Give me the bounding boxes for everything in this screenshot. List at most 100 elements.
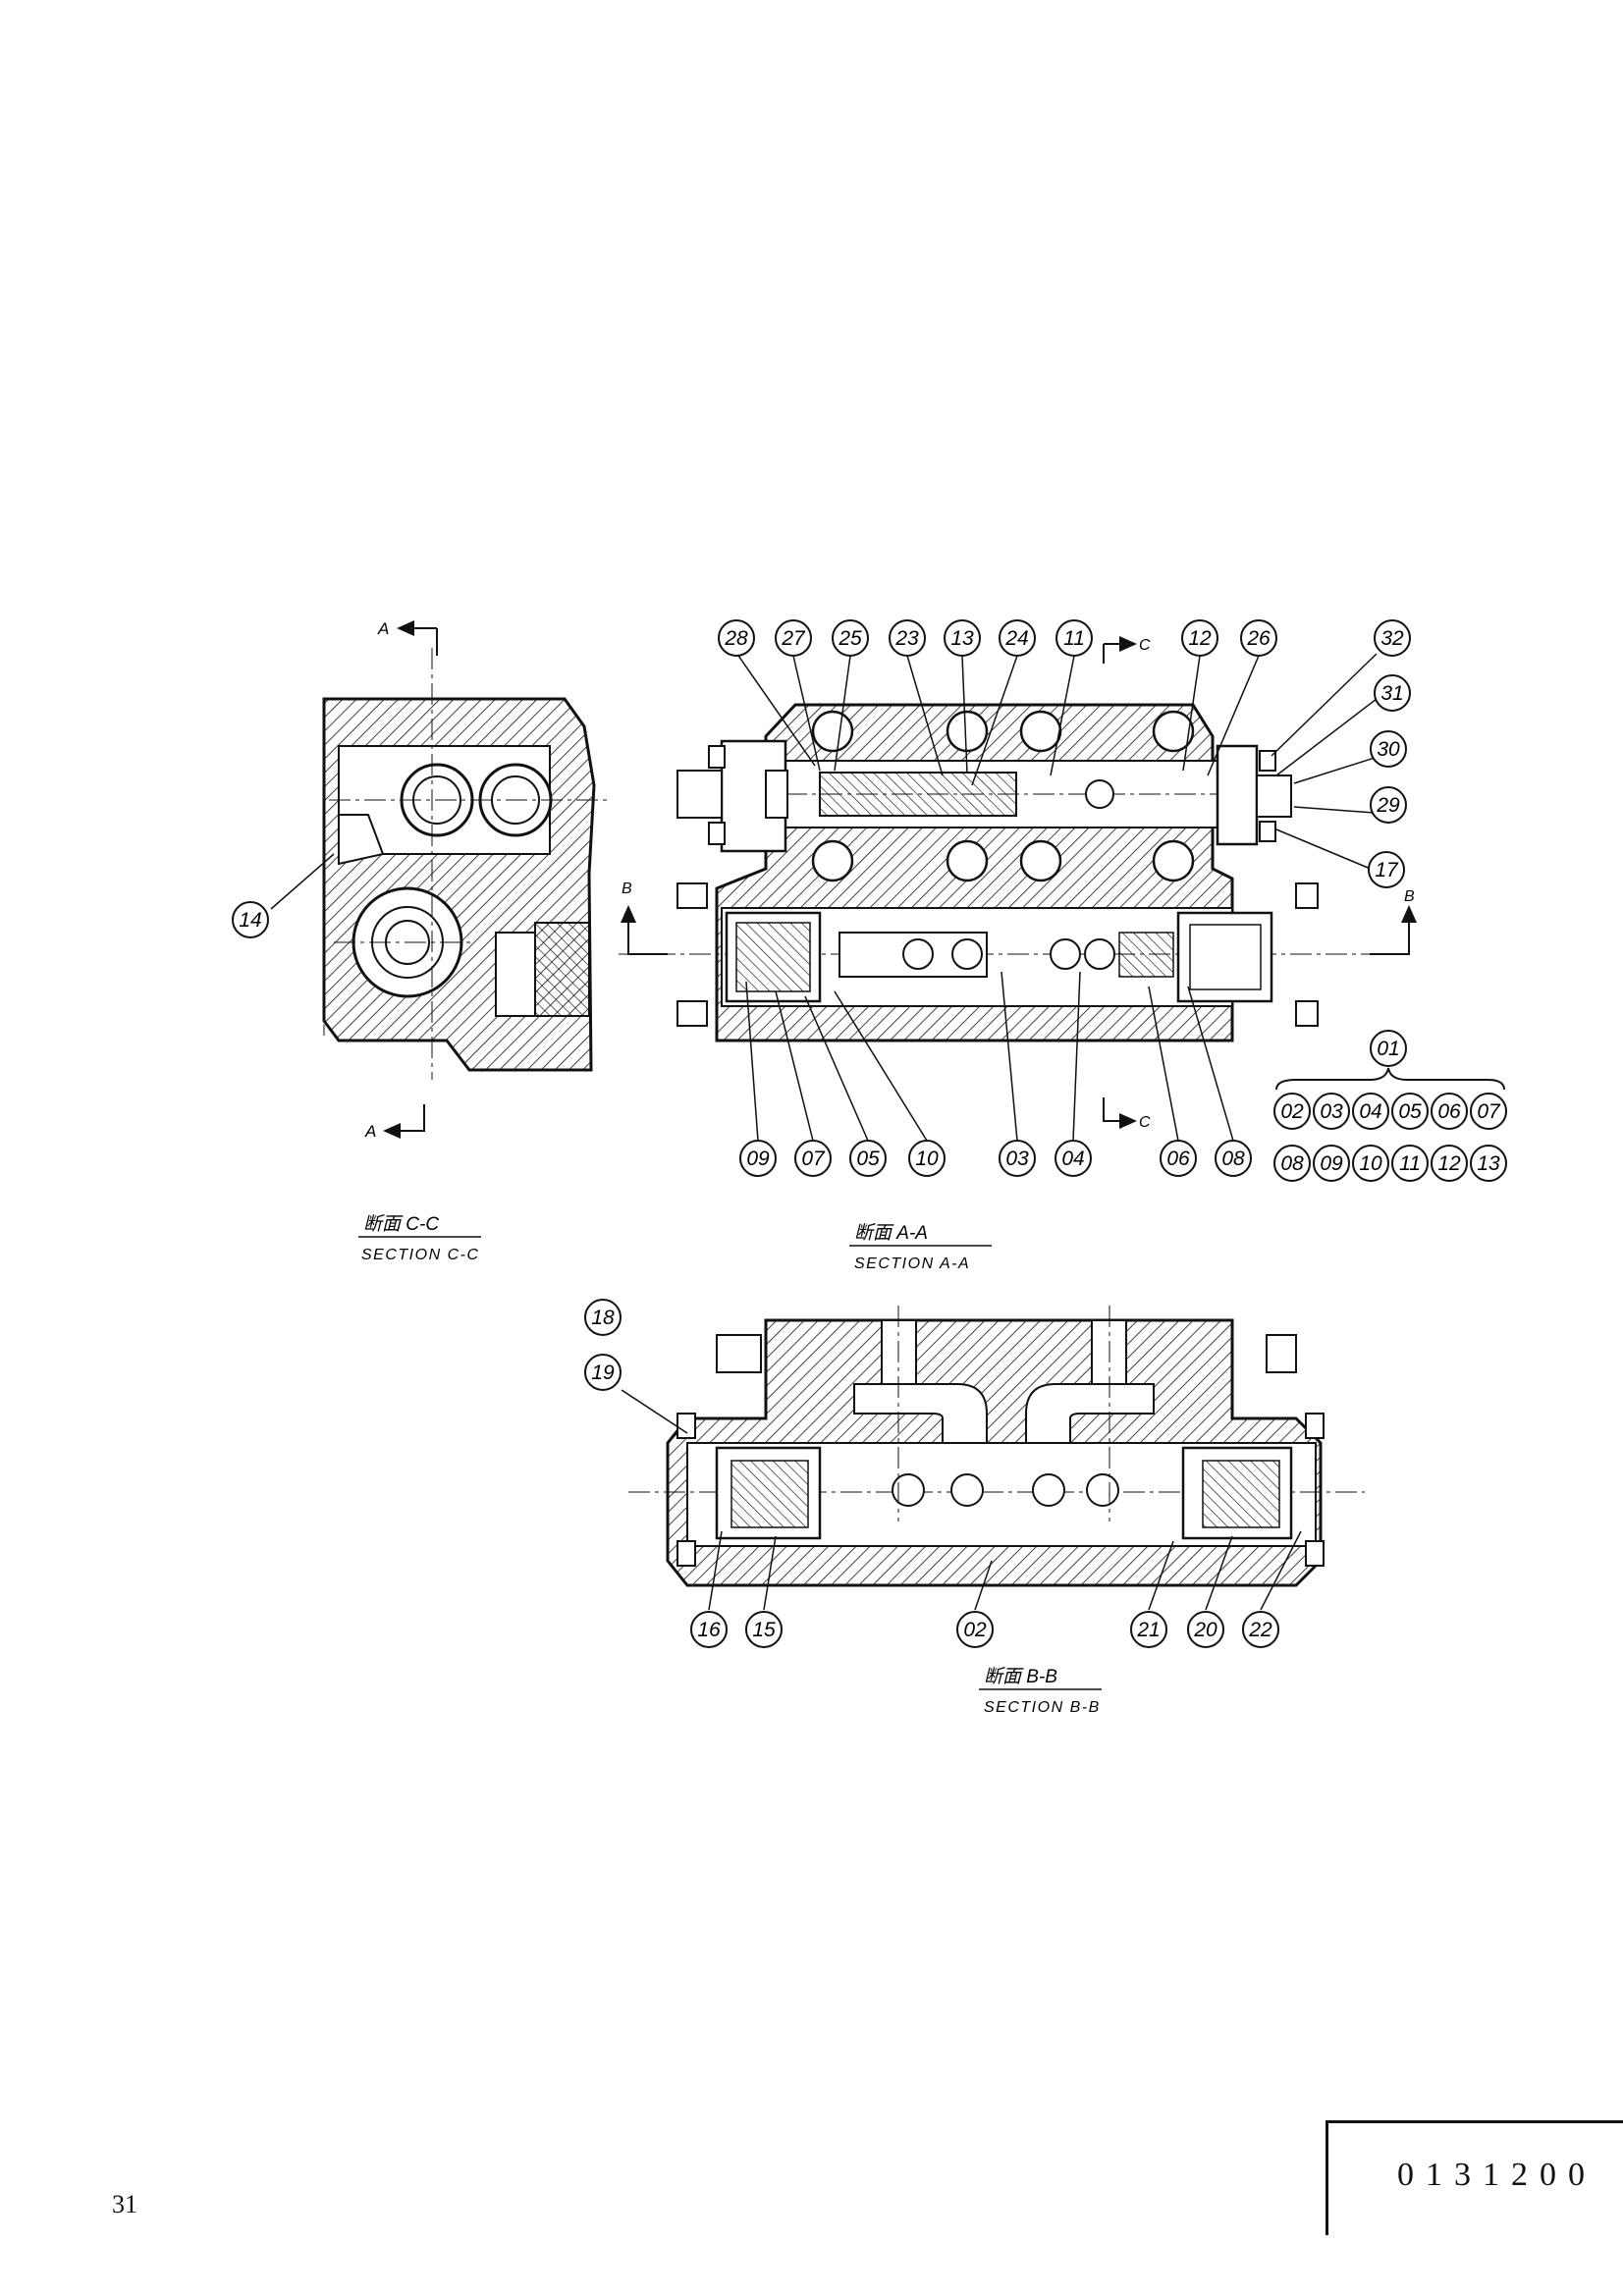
balloon-label: 09	[1320, 1152, 1343, 1175]
section-title-b: 断面 B-B SECTION B-B	[979, 1667, 1102, 1716]
part-balloon-01: 01	[1370, 1030, 1407, 1067]
part-balloon-32: 32	[1374, 619, 1411, 657]
balloon-label: 12	[1437, 1152, 1461, 1175]
part-balloon-31: 31	[1374, 674, 1411, 712]
balloon-label: 01	[1377, 1038, 1399, 1060]
balloon-circle	[794, 1140, 832, 1177]
balloon-label: 29	[1376, 794, 1400, 817]
part-balloon-17: 17	[1368, 851, 1405, 888]
part-balloon-28: 28	[718, 619, 755, 657]
balloon-circle	[775, 619, 812, 657]
cut-mark-c-bottom: C	[1139, 1114, 1151, 1131]
section-title-c: 断面 C-C SECTION C-C	[358, 1214, 481, 1263]
balloon-circle	[1181, 619, 1218, 657]
part-balloon-09: 09	[1313, 1145, 1350, 1182]
balloon-label: 13	[1477, 1152, 1500, 1175]
balloon-circle	[944, 619, 981, 657]
balloon-circle	[1240, 619, 1277, 657]
part-balloon-21: 21	[1130, 1611, 1167, 1648]
part-balloon-10: 10	[908, 1140, 946, 1177]
balloon-circle	[1160, 1140, 1197, 1177]
part-balloon-05: 05	[849, 1140, 887, 1177]
balloon-circle	[1374, 619, 1411, 657]
balloon-label: 10	[1359, 1152, 1382, 1175]
balloon-circle	[1431, 1145, 1468, 1182]
balloon-label: 03	[1320, 1100, 1343, 1123]
balloon-circle	[718, 619, 755, 657]
balloon-label: 06	[1166, 1148, 1190, 1170]
balloon-label: 11	[1063, 627, 1085, 650]
part-balloon-04: 04	[1352, 1093, 1389, 1130]
balloon-circle	[745, 1611, 783, 1648]
balloon-circle	[1470, 1093, 1507, 1130]
balloon-label: 27	[781, 627, 806, 650]
part-balloon-06: 06	[1160, 1140, 1197, 1177]
part-balloon-24: 24	[999, 619, 1036, 657]
balloon-label: 11	[1399, 1152, 1421, 1175]
part-balloon-03: 03	[1313, 1093, 1350, 1130]
part-balloon-02: 02	[956, 1611, 994, 1648]
balloon-circle	[690, 1611, 728, 1648]
balloon-label: 13	[950, 627, 974, 650]
balloon-label: 04	[1359, 1100, 1381, 1123]
balloon-label: 24	[1004, 627, 1028, 650]
part-balloon-22: 22	[1242, 1611, 1279, 1648]
balloon-circle	[232, 901, 269, 938]
balloon-label: 18	[591, 1307, 615, 1329]
assembly-bracket	[1275, 1067, 1505, 1091]
balloon-label: 05	[1398, 1100, 1422, 1123]
balloon-circle	[584, 1354, 622, 1391]
balloon-circle	[1055, 1140, 1092, 1177]
balloon-label: 15	[752, 1619, 776, 1641]
balloon-circle	[1352, 1145, 1389, 1182]
part-balloon-14: 14	[232, 901, 269, 938]
part-balloon-26: 26	[1240, 619, 1277, 657]
page-number: 31	[112, 2190, 137, 2218]
part-balloon-25: 25	[832, 619, 869, 657]
balloon-label: 32	[1380, 627, 1404, 650]
section-title-a-en: SECTION A-A	[854, 1255, 970, 1272]
balloon-label: 07	[801, 1148, 826, 1170]
balloon-circle	[1130, 1611, 1167, 1648]
balloon-label: 30	[1377, 738, 1400, 761]
balloon-circle	[1374, 674, 1411, 712]
part-balloon-15: 15	[745, 1611, 783, 1648]
cut-mark-b-right: B	[1404, 888, 1415, 905]
balloon-circle	[1215, 1140, 1252, 1177]
part-balloon-04: 04	[1055, 1140, 1092, 1177]
part-balloon-18: 18	[584, 1299, 622, 1336]
balloon-circle	[1273, 1093, 1311, 1130]
balloon-label: 25	[838, 627, 862, 650]
balloon-circle	[849, 1140, 887, 1177]
part-balloon-08: 08	[1273, 1145, 1311, 1182]
balloon-label: 08	[1280, 1152, 1304, 1175]
balloon-label: 06	[1437, 1100, 1461, 1123]
part-balloons: 14 28 27 25 23 13 24 11 12 26 32 31 30 29 17 09 07 05 10 03…	[232, 619, 1507, 1648]
part-balloon-10: 10	[1352, 1145, 1389, 1182]
balloon-circle	[1470, 1145, 1507, 1182]
balloon-label: 07	[1477, 1100, 1501, 1123]
balloon-label: 17	[1375, 859, 1399, 881]
part-balloon-07: 07	[1470, 1093, 1507, 1130]
balloon-label: 14	[239, 909, 261, 932]
balloon-circle	[1391, 1093, 1429, 1130]
section-title-b-en: SECTION B-B	[984, 1699, 1101, 1716]
balloon-label: 02	[963, 1619, 987, 1641]
balloon-circle	[1368, 851, 1405, 888]
part-balloon-30: 30	[1370, 730, 1407, 768]
part-balloon-12: 12	[1181, 619, 1218, 657]
section-a-a-view: B B C C	[619, 636, 1417, 1142]
part-balloon-06: 06	[1431, 1093, 1468, 1130]
balloon-circle	[1313, 1093, 1350, 1130]
balloon-label: 10	[915, 1148, 939, 1170]
part-balloon-23: 23	[889, 619, 926, 657]
balloon-label: 08	[1221, 1148, 1245, 1170]
section-c-c-view: A A	[270, 619, 609, 1141]
part-balloon-11: 11	[1391, 1145, 1429, 1182]
balloon-label: 26	[1246, 627, 1271, 650]
balloon-label: 22	[1248, 1619, 1272, 1641]
part-balloon-20: 20	[1187, 1611, 1224, 1648]
part-balloon-09: 09	[739, 1140, 777, 1177]
balloon-circle	[832, 619, 869, 657]
